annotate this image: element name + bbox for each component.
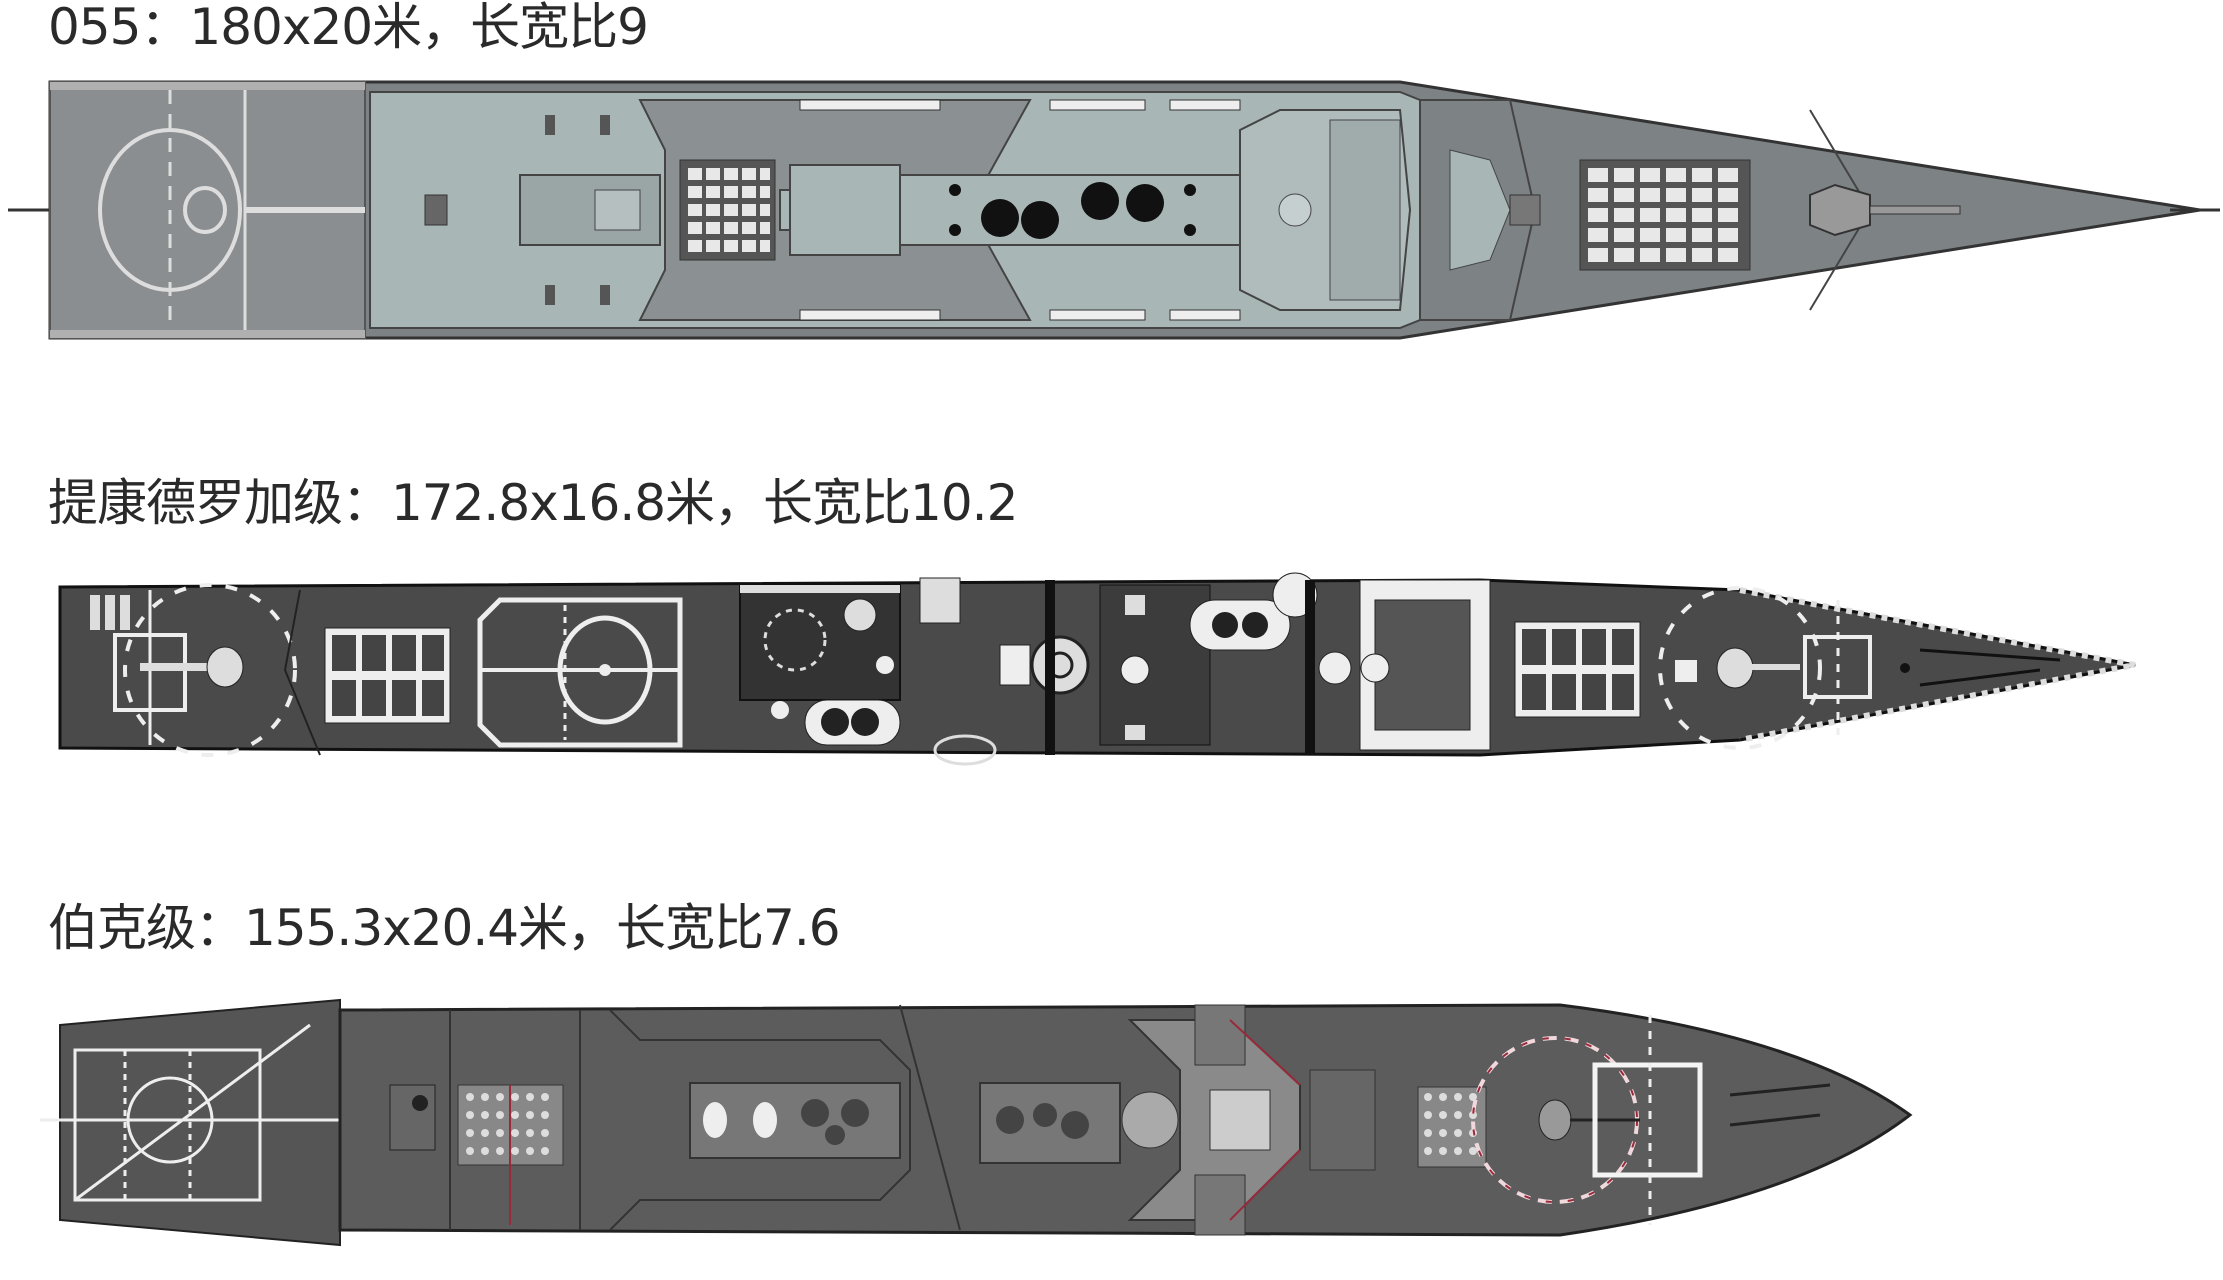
aft-vls xyxy=(389,1084,564,1225)
ship-diagram-ticonderoga xyxy=(0,560,2223,775)
ship-label-arleigh-burke: 伯克级：155.3x20.4米，长宽比7.6 xyxy=(48,899,841,957)
aft-gun xyxy=(90,583,297,757)
main-gun xyxy=(1809,183,1961,237)
ship-label-ticonderoga: 提康德罗加级：172.8x16.8米，长宽比10.2 xyxy=(48,474,1018,532)
superstructure xyxy=(739,572,1491,766)
forward-vls xyxy=(1514,621,1641,718)
helicopter-deck xyxy=(40,1023,350,1202)
forward-vls xyxy=(1417,1086,1487,1168)
funnels xyxy=(789,164,1241,256)
helicopter-deck xyxy=(49,81,366,339)
main-gun xyxy=(1471,1015,1703,1225)
superstructure xyxy=(1121,1004,1376,1236)
ship-diagram-arleigh-burke xyxy=(0,975,2223,1265)
aft-vls xyxy=(324,627,451,724)
ship-label-055: 055：180x20米，长宽比9 xyxy=(48,0,649,56)
aft-vls xyxy=(679,159,776,261)
forward-vls xyxy=(1579,159,1751,271)
helicopter-deck xyxy=(477,597,683,748)
forward-gun xyxy=(1658,586,1872,750)
ship-diagram-055 xyxy=(0,70,2223,360)
funnels xyxy=(689,1004,1121,1231)
